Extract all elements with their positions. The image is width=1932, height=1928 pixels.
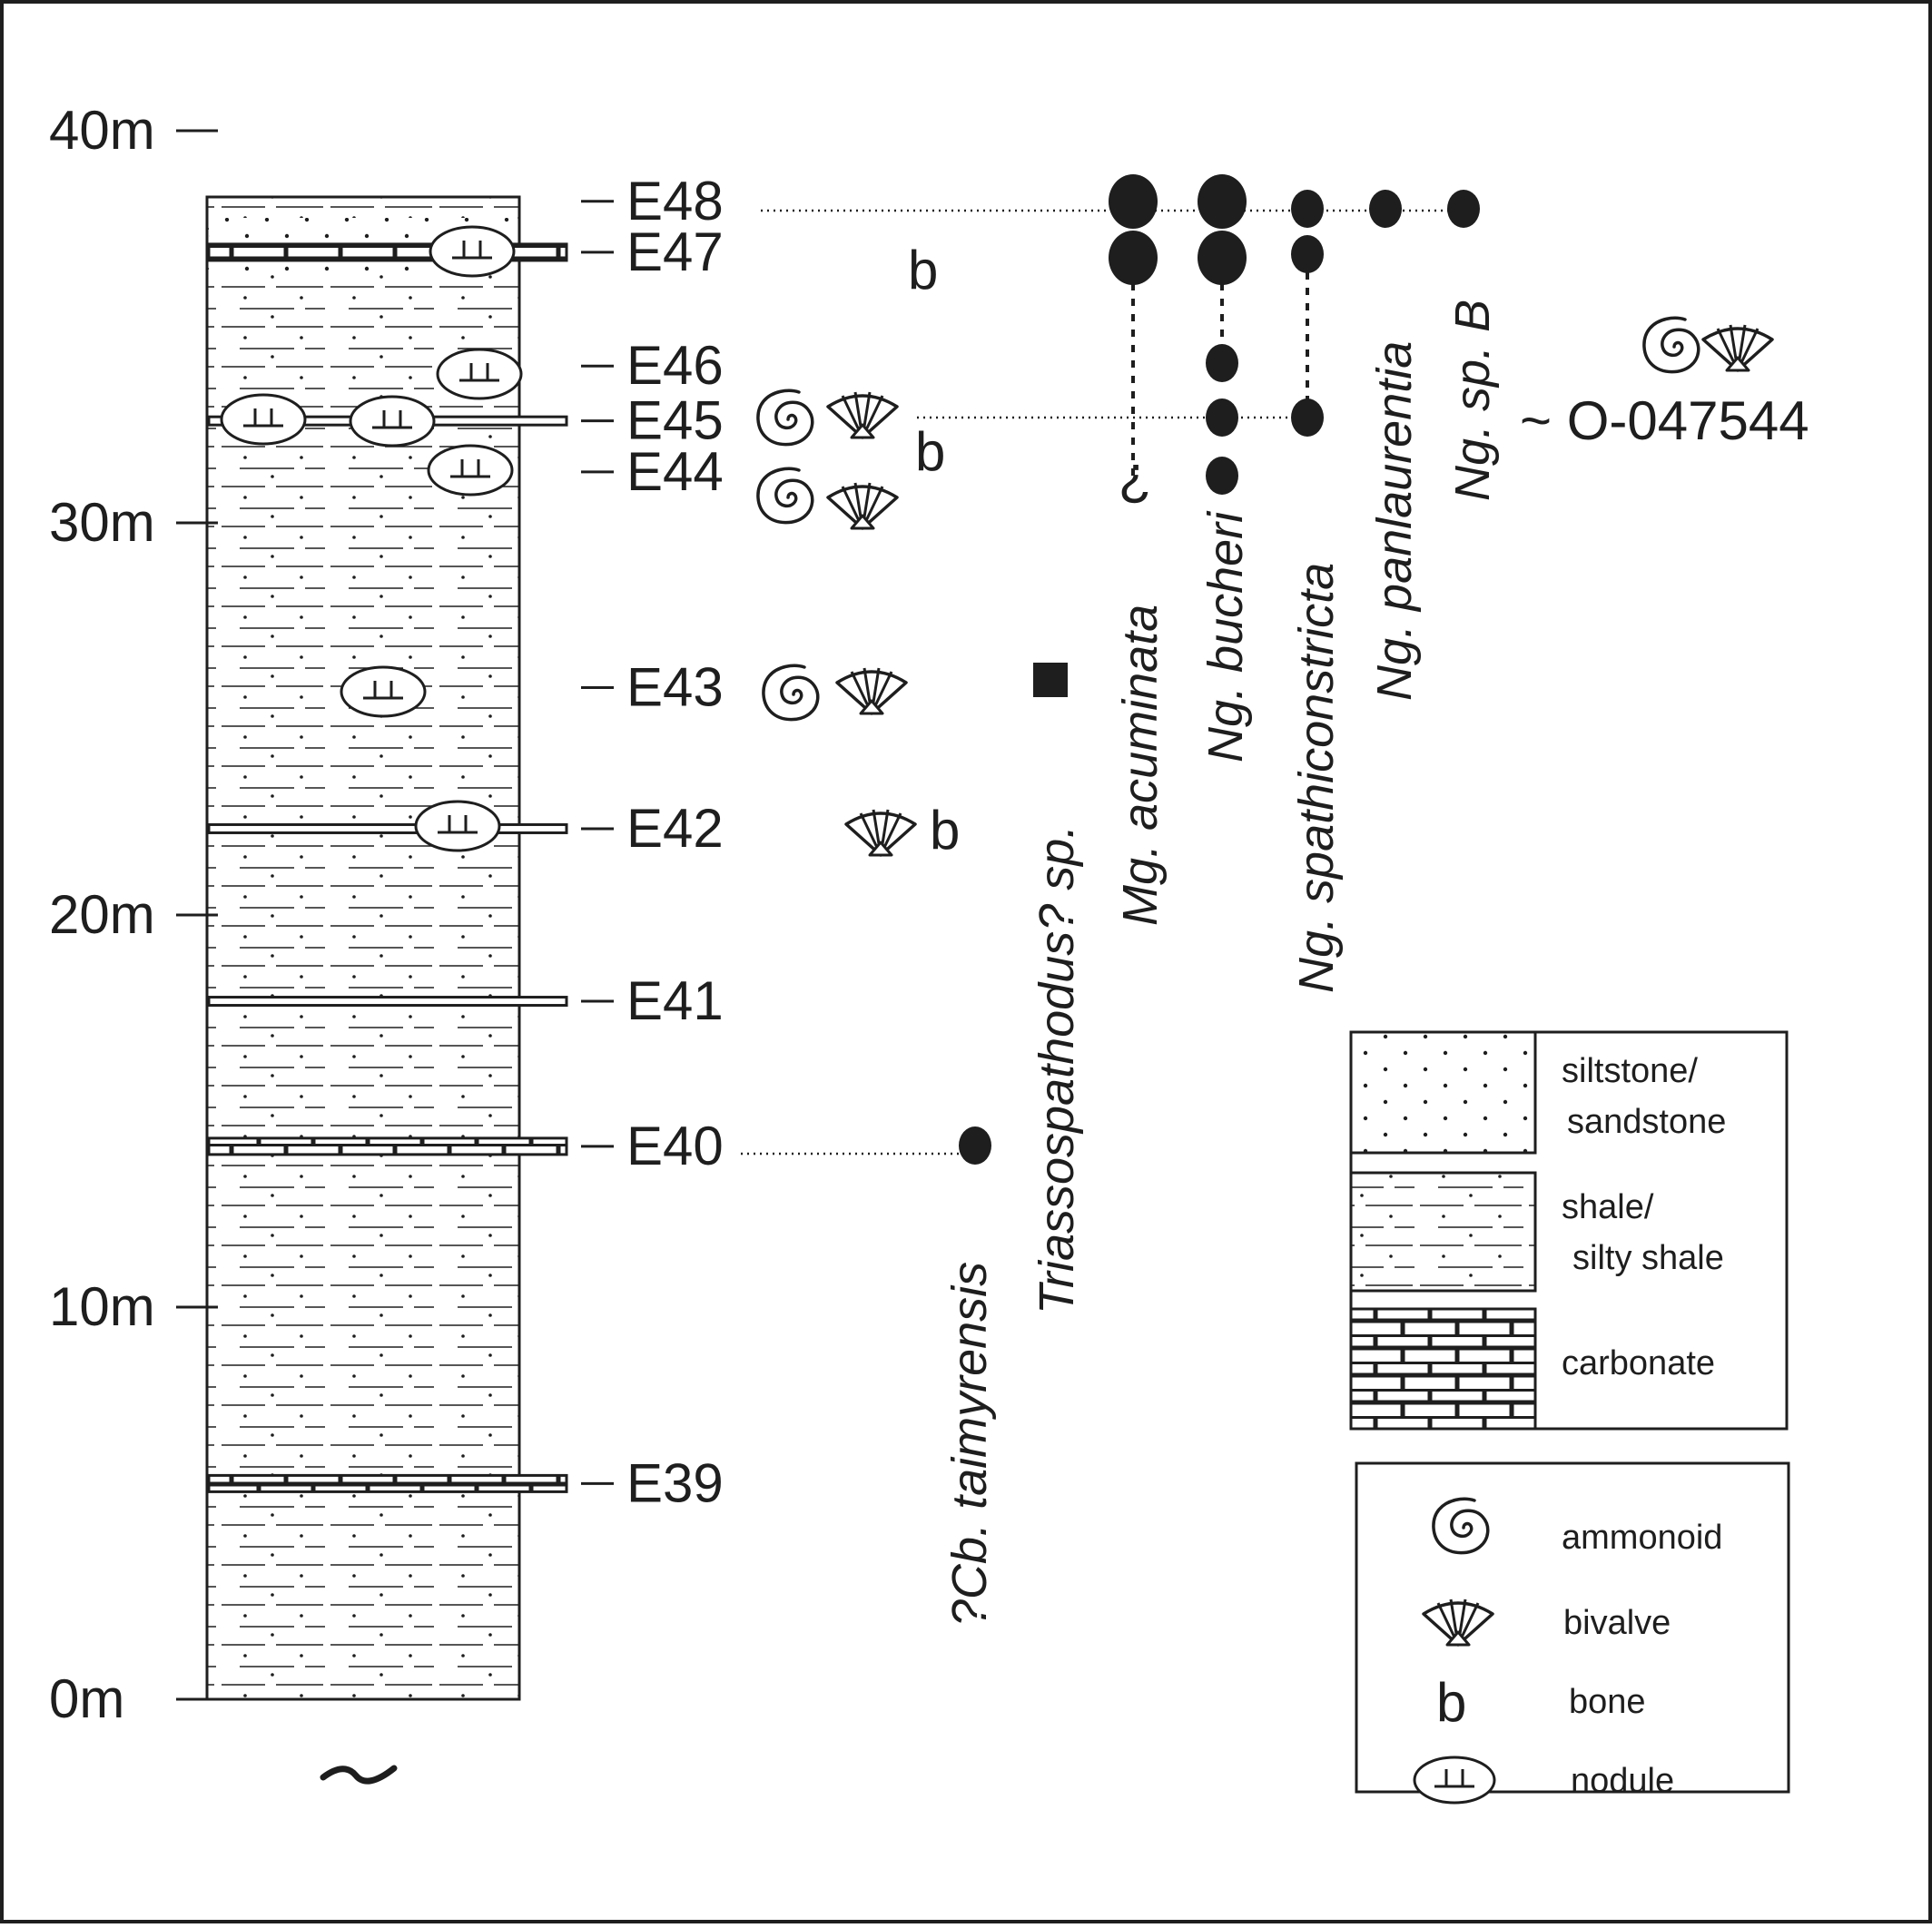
ammonoid-icon bbox=[1642, 316, 1700, 374]
sample-label: E39 bbox=[626, 1452, 724, 1513]
occurrence-dot bbox=[1291, 235, 1324, 273]
taxon-label: Triassospathodus? sp. bbox=[1030, 825, 1084, 1314]
scale-tick-label: 40m bbox=[49, 100, 155, 161]
occurrence-dot bbox=[1206, 398, 1238, 437]
nodule-icon bbox=[414, 800, 501, 852]
carbonate-bed bbox=[207, 1473, 568, 1493]
taxon-range-chart: ? ?Cb. taimyrensis Triassospathodus? sp.… bbox=[942, 174, 1500, 1627]
taxon-label: Ng. bucheri bbox=[1198, 510, 1253, 762]
occurrence-dot bbox=[1291, 398, 1324, 437]
bivalve-icon bbox=[1422, 1598, 1494, 1647]
legend-siltstone-label: sandstone bbox=[1567, 1103, 1726, 1141]
shale-swatch bbox=[1349, 1171, 1537, 1293]
symbol-legend-box bbox=[1355, 1461, 1790, 1794]
sample-label: E47 bbox=[626, 221, 724, 282]
occurrence-dot bbox=[1109, 231, 1158, 285]
sample-label: E48 bbox=[626, 171, 724, 231]
carbonate-bed bbox=[207, 1136, 568, 1156]
legend-ammonoid-label: ammonoid bbox=[1562, 1519, 1722, 1557]
legend-carbonate-label: carbonate bbox=[1562, 1344, 1715, 1382]
nodule-icon bbox=[220, 393, 307, 446]
legend-shale-label: silty shale bbox=[1572, 1239, 1724, 1277]
sample-label: E41 bbox=[626, 970, 724, 1031]
legend-siltstone-label: siltstone/ bbox=[1562, 1052, 1698, 1090]
ammonoid-icon bbox=[756, 467, 814, 525]
uncertain-mark: ? bbox=[1119, 453, 1149, 514]
bivalve-icon bbox=[826, 482, 899, 530]
occurrence-dot bbox=[959, 1126, 991, 1165]
occurrence-dot bbox=[1198, 231, 1247, 285]
bivalve-icon bbox=[844, 809, 917, 857]
lithologic-column bbox=[205, 195, 568, 1785]
depth-scale: 0m 10m 20m 30m 40m bbox=[49, 100, 218, 1729]
nodule-icon bbox=[429, 225, 516, 278]
siltstone-swatch bbox=[1349, 1030, 1537, 1155]
scale-tick-label: 0m bbox=[49, 1668, 124, 1729]
bone-mark-e45: b bbox=[915, 421, 945, 482]
occurrence-dot bbox=[1206, 344, 1238, 382]
bone-mark-e48: b bbox=[908, 240, 938, 300]
nodule-icon bbox=[427, 444, 514, 497]
carbonate-bed bbox=[207, 996, 568, 1008]
occurrence-square bbox=[1033, 663, 1068, 697]
taxon-label: Ng. sp. B bbox=[1445, 300, 1500, 501]
nodule-icon bbox=[1413, 1756, 1496, 1805]
sample-label: E43 bbox=[626, 656, 724, 717]
occurrence-dot bbox=[1198, 174, 1247, 229]
nodule-icon bbox=[436, 348, 523, 400]
ammonoid-icon bbox=[1432, 1497, 1490, 1555]
legend-bivalve-label: bivalve bbox=[1563, 1604, 1671, 1642]
carbonate-bed bbox=[207, 822, 568, 834]
bivalve-icon bbox=[826, 391, 899, 439]
legend-nodule-label: nodule bbox=[1571, 1762, 1674, 1800]
bivalve-icon bbox=[1701, 324, 1774, 372]
taxon-label: Ng. spathiconstricta bbox=[1289, 563, 1344, 993]
occurrence-dot bbox=[1447, 190, 1480, 228]
ammonoid-icon bbox=[756, 389, 814, 447]
occurrence-dot bbox=[1291, 190, 1324, 228]
ammonoid-icon bbox=[762, 664, 820, 722]
sample-label: E44 bbox=[626, 441, 724, 502]
correlation-label: ~ O-047544 bbox=[1520, 390, 1809, 451]
scale-tick-label: 30m bbox=[49, 492, 155, 553]
weathering-profile-icon bbox=[320, 1765, 398, 1785]
sample-label: E45 bbox=[626, 390, 724, 451]
legend-bone-label: bone bbox=[1569, 1683, 1646, 1721]
taxon-label: Ng. panlaurentia bbox=[1367, 341, 1422, 701]
sample-label: E40 bbox=[626, 1116, 724, 1176]
occurrence-dot bbox=[1369, 190, 1402, 228]
bone-mark-e42: b bbox=[930, 800, 960, 861]
bivalve-icon bbox=[835, 667, 908, 715]
scale-tick-label: 20m bbox=[49, 884, 155, 945]
nodules bbox=[220, 225, 523, 852]
bone-mark: b bbox=[1436, 1672, 1466, 1733]
nodule-icon bbox=[349, 395, 436, 448]
taxon-label: ?Cb. taimyrensis bbox=[942, 1262, 997, 1627]
occurrence-dot bbox=[1109, 174, 1158, 229]
sample-fossil-marks: b b b bbox=[756, 240, 960, 861]
legend-shale-label: shale/ bbox=[1562, 1188, 1654, 1226]
taxon-label: Mg. acuminata bbox=[1113, 605, 1168, 926]
carbonate-swatch bbox=[1349, 1307, 1537, 1431]
scale-tick-label: 10m bbox=[49, 1276, 155, 1337]
symbol-legend: b ammonoid bivalve bone nodule bbox=[1355, 1461, 1790, 1805]
correlation-note: ~ O-047544 bbox=[1520, 316, 1809, 451]
sample-label: E46 bbox=[626, 335, 724, 396]
occurrence-dot bbox=[1206, 457, 1238, 495]
nodule-icon bbox=[340, 665, 427, 718]
lithology-legend: siltstone/ sandstone shale/ silty shale … bbox=[1349, 1030, 1789, 1431]
sample-label: E42 bbox=[626, 798, 724, 859]
